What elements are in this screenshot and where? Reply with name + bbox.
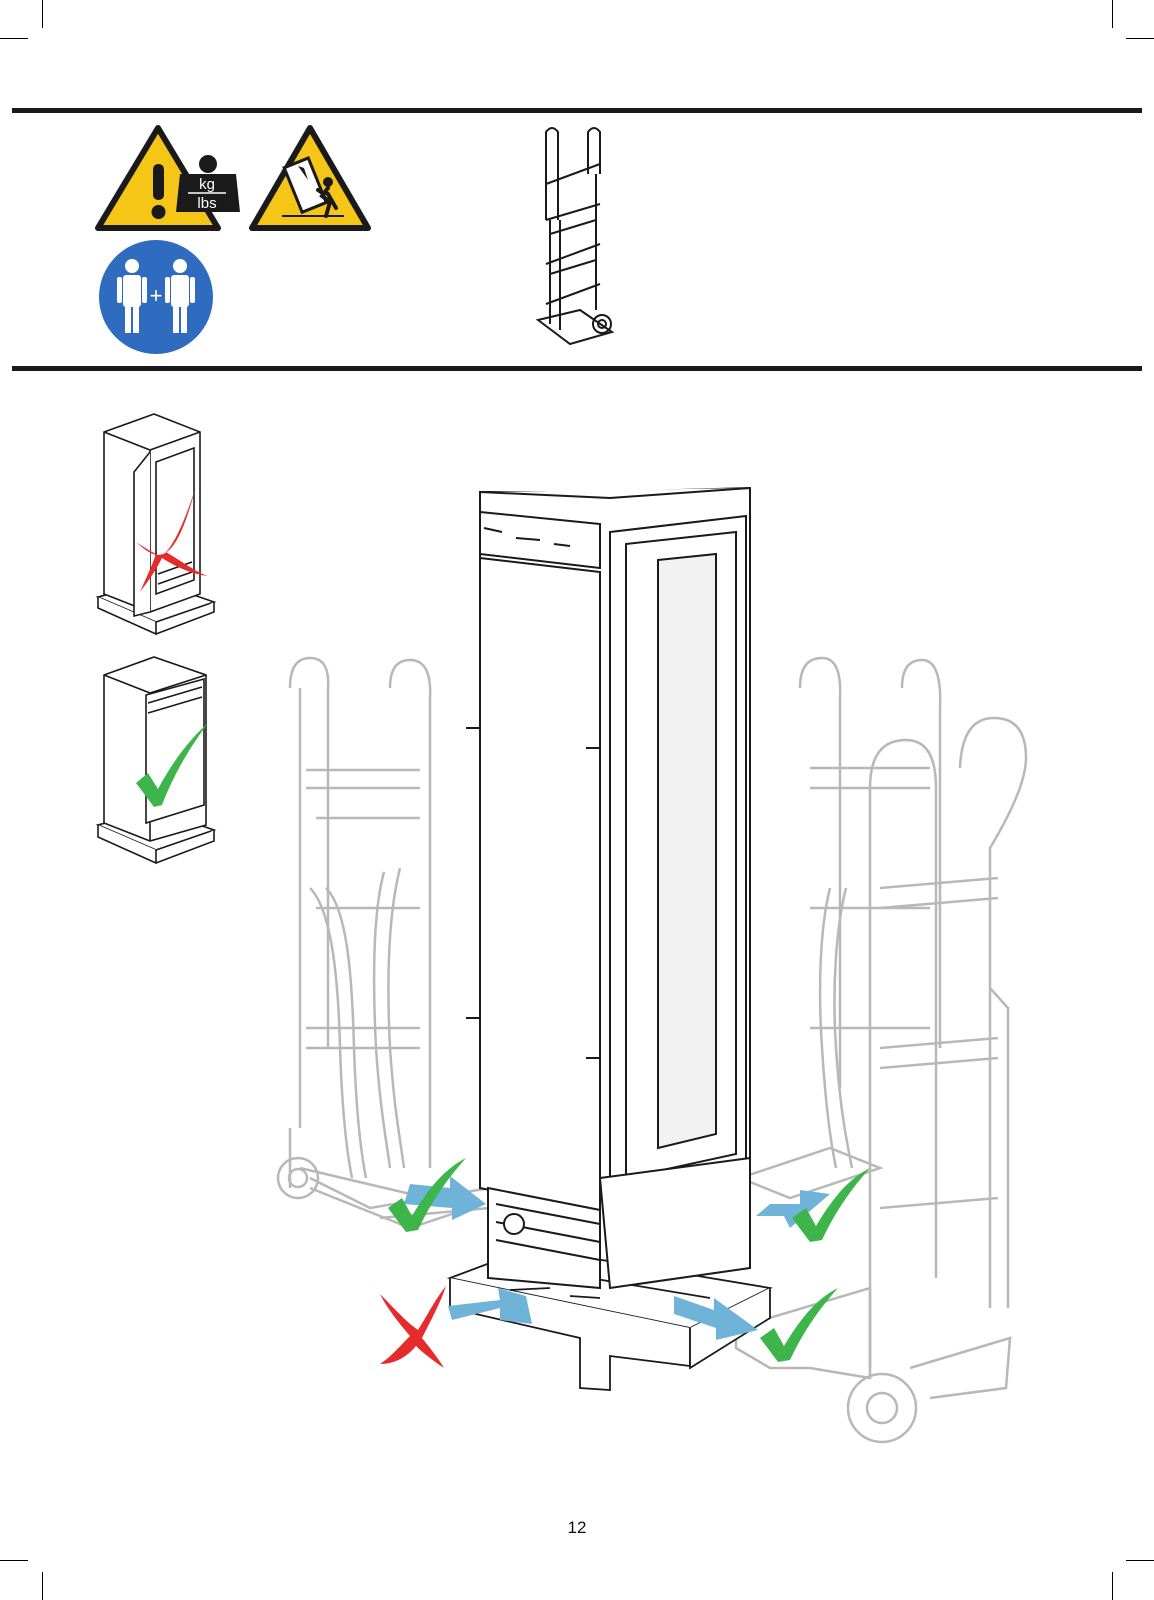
weight-unit-lbs: lbs	[197, 195, 216, 212]
crop-mark	[42, 1572, 43, 1600]
crop-mark	[0, 38, 28, 39]
cabinet	[466, 488, 750, 1288]
plus-sign: +	[150, 283, 163, 308]
check-mark-icon	[760, 1288, 838, 1362]
bottom-rule	[12, 366, 1142, 371]
crop-mark	[1112, 1572, 1113, 1600]
left-hand-truck	[278, 658, 490, 1228]
incorrect-cabinet-icon	[96, 412, 222, 644]
heavy-weight-warning-icon: kg lbs	[96, 124, 241, 234]
crop-mark	[42, 0, 43, 28]
cabinet-lifting-illustration	[270, 488, 1050, 1448]
weight-unit-kg: kg	[199, 176, 215, 193]
cross-mark-icon	[380, 1286, 446, 1368]
hand-truck-icon	[530, 124, 630, 356]
crop-mark	[1126, 38, 1154, 39]
tip-over-warning-icon	[248, 124, 372, 234]
crop-mark	[1112, 0, 1113, 28]
two-person-lift-icon: +	[98, 239, 214, 355]
top-rule	[12, 108, 1142, 113]
correct-cabinet-icon	[96, 655, 222, 887]
crop-mark	[0, 1560, 28, 1561]
right-hand-truck-front	[736, 718, 1026, 1442]
crop-mark	[1126, 1560, 1154, 1561]
page-number: 12	[0, 1518, 1154, 1538]
